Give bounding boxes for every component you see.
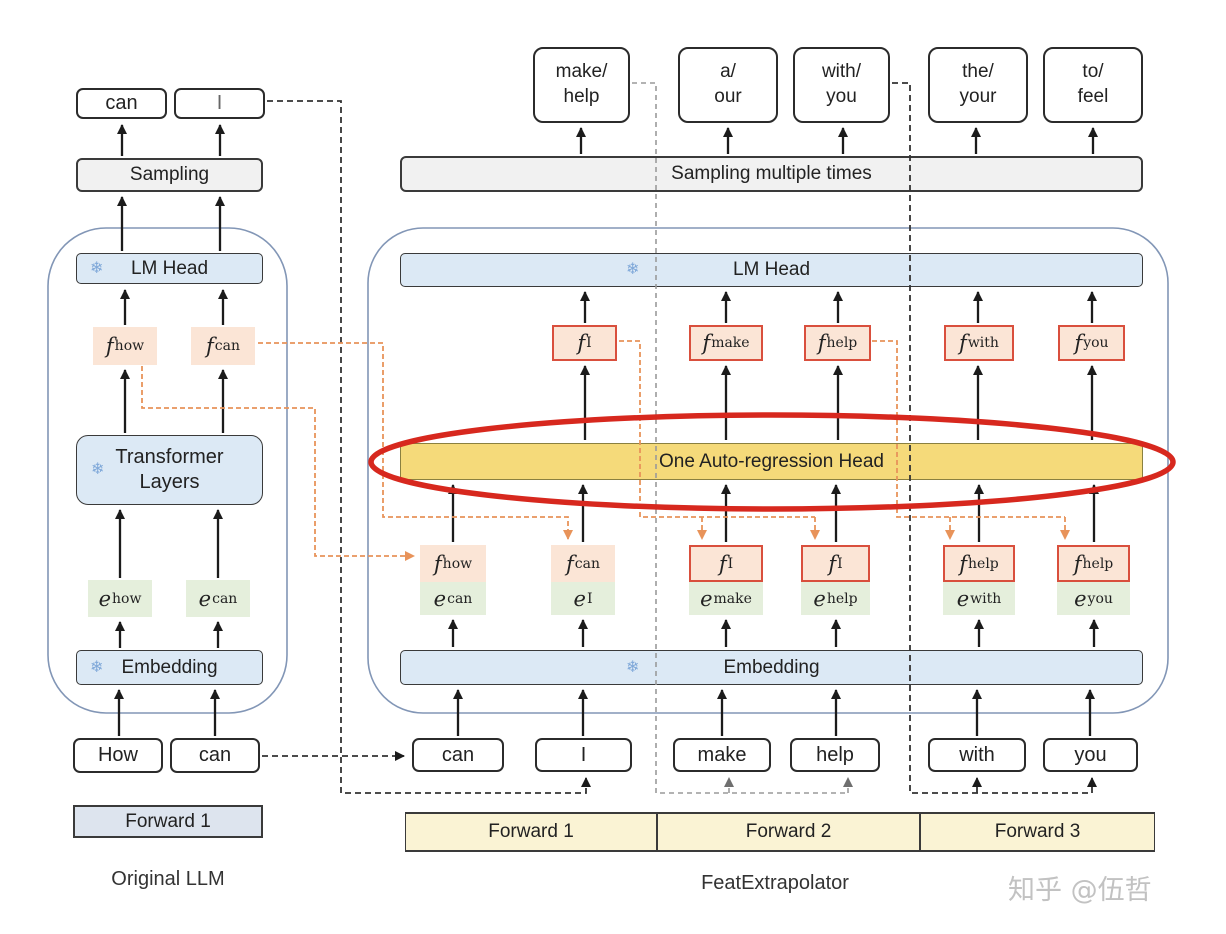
left-output-token-I: I bbox=[174, 88, 265, 119]
left-input-token-can: can bbox=[170, 738, 260, 773]
right-input-token-help: help bbox=[790, 738, 880, 772]
left-embedding-label: Embedding bbox=[121, 656, 218, 678]
watermark: 知乎 @伍哲 bbox=[1008, 875, 1152, 906]
right-input-token-with: with bbox=[928, 738, 1026, 772]
left-embedding-box: ❄ Embedding bbox=[76, 650, 263, 685]
snowflake-icon: ❄ bbox=[626, 658, 640, 676]
right-output-with-you: with/ you bbox=[793, 47, 890, 123]
right-forward-1-label: Forward 1 bbox=[405, 812, 657, 852]
right-input-token-I: I bbox=[535, 738, 632, 772]
right-flow-arrows bbox=[448, 127, 1099, 736]
right-caption: FeatExtrapolator bbox=[701, 872, 849, 894]
auto-regression-head-box: One Auto-regression Head bbox=[400, 443, 1143, 480]
right-forward-2-label: Forward 2 bbox=[657, 812, 920, 852]
left-lm-head-box: ❄ LM Head bbox=[76, 253, 263, 284]
left-input-token-how: How bbox=[73, 738, 163, 773]
snowflake-icon: ❄ bbox=[626, 261, 640, 278]
right-output-make-help: make/ help bbox=[533, 47, 630, 123]
snowflake-icon: ❄ bbox=[90, 259, 104, 277]
right-forward-3-label: Forward 3 bbox=[920, 812, 1155, 852]
right-sampling-box: Sampling multiple times bbox=[400, 156, 1143, 192]
left-transformer-label: Transformer Layers bbox=[115, 446, 224, 493]
right-embedding-label: Embedding bbox=[723, 656, 820, 678]
left-caption: Original LLM bbox=[111, 868, 225, 890]
right-output-a-our: a/ our bbox=[678, 47, 778, 123]
left-transformer-layers-box: ❄ Transformer Layers bbox=[76, 435, 263, 505]
left-flow-arrows bbox=[114, 124, 228, 736]
right-input-token-can: can bbox=[412, 738, 504, 772]
left-forward-1-label: Forward 1 bbox=[73, 805, 263, 838]
snowflake-icon: ❄ bbox=[91, 461, 105, 478]
right-lm-head-label: LM Head bbox=[732, 259, 811, 280]
right-output-the-your: the/ your bbox=[928, 47, 1028, 123]
right-input-token-make: make bbox=[673, 738, 771, 772]
right-output-to-feel: to/ feel bbox=[1043, 47, 1143, 123]
left-lm-head-label: LM Head bbox=[130, 257, 209, 279]
left-output-token-can: can bbox=[76, 88, 167, 119]
right-lm-head-box: ❄ LM Head bbox=[400, 253, 1143, 287]
snowflake-icon: ❄ bbox=[90, 658, 104, 676]
right-input-token-you: you bbox=[1043, 738, 1138, 772]
left-sampling-box: Sampling bbox=[76, 158, 263, 192]
right-embedding-box: ❄ Embedding bbox=[400, 650, 1143, 685]
